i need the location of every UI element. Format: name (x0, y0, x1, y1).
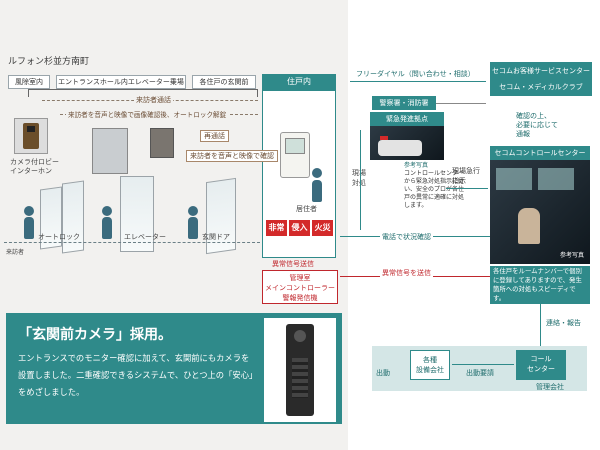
call-center-box: コール センター (516, 350, 566, 380)
service-center-label: セコムお客様サービスセンター (492, 67, 590, 75)
elevator-panel-icon (92, 128, 128, 174)
field-line (360, 130, 361, 230)
confirm-label: 来訪者を音声と映像で確認 (186, 150, 278, 162)
visitor-figure-icon (24, 206, 34, 216)
alarm-emergency: 非常 (266, 220, 287, 236)
dispatch-request-label: 出動要請 (466, 369, 494, 377)
police-fire-box: 警察署・消防署 (372, 96, 436, 110)
free-dial-label: フリーダイヤル（問い合わせ・相談） (356, 70, 475, 78)
entrance-door-label: 玄関ドア (202, 233, 230, 241)
feature-body: エントランスでのモニター確認に加えて、玄関前にもカメラを設置しました。二重確認で… (18, 353, 254, 397)
alarm-fire: 火災 (312, 220, 333, 236)
field-response-label: 現場 対処 (352, 169, 366, 187)
dispatch-report-label: 連絡・報告 (546, 319, 581, 327)
room-tab-elevator-hall: エントランスホール内エレベーター乗場 (56, 75, 186, 89)
rush-instruction-label: 現場急行 指示 (452, 167, 480, 185)
camera-intercom-icon (14, 118, 48, 154)
room-tab-vestibule: 風除室内 (8, 75, 50, 89)
elevator-label: エレベーター (124, 233, 166, 241)
visitor-body (24, 217, 34, 239)
monitor-intercom-icon (280, 132, 310, 178)
alarm-intrusion: 侵入 (289, 220, 310, 236)
emergency-desc-text: コントロールセンターから緊急対処指示に従い、安全のプロが各住戸の異常に適確に対処… (404, 170, 465, 209)
recall-label: 再通話 (200, 130, 229, 142)
door-camera-icon (150, 128, 174, 158)
elevator-icon (120, 176, 154, 252)
visitor-body-3 (188, 217, 198, 239)
abnormal-signal-label: 異常信号送信 (272, 260, 314, 268)
floor-line (4, 242, 260, 243)
tab-bracket (28, 89, 258, 97)
control-center-photo (490, 160, 590, 264)
property-title: ルフォン杉並方南町 (8, 57, 90, 67)
center-photo-ref: 参考写真 (560, 252, 585, 259)
free-dial-line (350, 81, 486, 82)
phone-confirm-label: 電話で状況確認 (380, 232, 433, 242)
resident-body (312, 180, 322, 202)
control-room-box: 管理室 メインコントローラー 警報発信機 (262, 270, 338, 304)
emergency-base-box: 緊急発進拠点 (370, 112, 444, 126)
emergency-desc: 参考写真 コントロールセンターから緊急対処指示に従い、安全のプロが各住戸の異常に… (404, 162, 466, 210)
visitor-call-label: 来訪者通話 (134, 95, 173, 105)
room-tab-front-door: 各住戸の玄関前 (192, 75, 256, 89)
service-center-box (490, 62, 592, 96)
police-line (436, 103, 486, 104)
report-line (540, 304, 541, 346)
auto-lock-label: オートロック (38, 233, 80, 241)
resident-tab: 住戸内 (262, 74, 336, 90)
facility-company-box: 各種 設備会社 (410, 350, 450, 380)
medical-club-label: セコム・メディカルクラブ (499, 83, 583, 91)
confirm-notify-label: 確認の上、 必要に応じて 通報 (516, 112, 558, 138)
auto-unlock-label: 来訪者を音声と映像で画像確認後、オートロック解錠 (66, 109, 229, 119)
dispatch-label: 出動 (376, 369, 390, 377)
dispatch-request-line (452, 364, 514, 365)
photo-ref-label: 参考写真 (404, 162, 429, 169)
control-center-box: セコムコントロールセンター (490, 146, 590, 160)
rush-line (446, 188, 488, 189)
resident-label: 居住者 (296, 205, 317, 213)
center-desc: 各住戸をルームナンバーで個別に登録してありますので、発生箇所への対処もスピーディ… (490, 266, 590, 304)
visitor-figure-icon-3 (188, 206, 198, 216)
emergency-car-photo (370, 126, 444, 160)
door-camera-photo (264, 318, 336, 422)
visitor-label: 来訪者 (6, 249, 25, 256)
abnormal-send-label: 異常信号を送信 (380, 268, 433, 278)
resident-figure-icon (312, 168, 322, 178)
management-company-label: 管理会社 (536, 383, 564, 391)
feature-heading: 「玄関前カメラ」採用。 (18, 327, 172, 343)
visitor-body-2 (102, 217, 112, 239)
lobby-intercom-label: カメラ付ロビー インターホン (10, 158, 59, 175)
visitor-figure-icon-2 (102, 206, 112, 216)
